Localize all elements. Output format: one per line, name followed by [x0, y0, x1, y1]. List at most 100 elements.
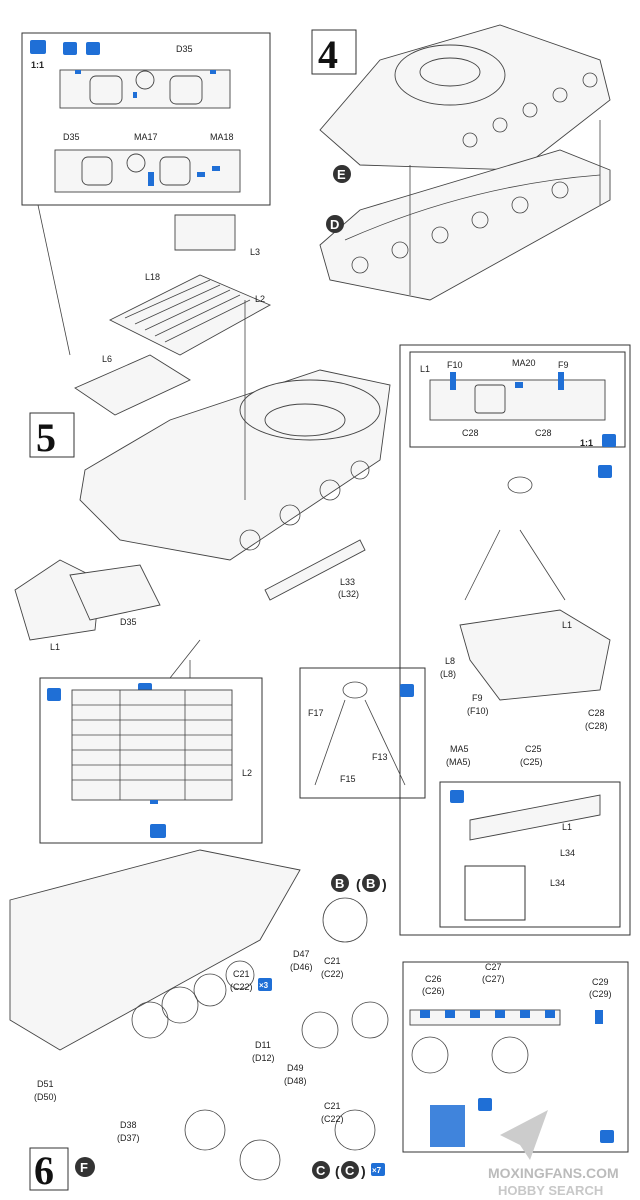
- label-l1: L1: [420, 364, 430, 374]
- label-c28: C28: [535, 428, 552, 438]
- label-f9: F9: [472, 693, 483, 703]
- glue-icon: [598, 465, 612, 478]
- label-f17: F17: [308, 708, 324, 718]
- callout-c: [341, 1161, 359, 1179]
- svg-text:B: B: [335, 876, 344, 891]
- rear-plate-l1: [459, 609, 611, 701]
- glue-icon: [47, 688, 61, 701]
- qty-badge: [371, 1163, 385, 1176]
- label-f10: F10: [447, 360, 463, 370]
- scale-label: 1:1: [580, 438, 593, 448]
- callout-f: [75, 1157, 95, 1177]
- qty-x7: ×7: [372, 1166, 382, 1175]
- label-d48: (D48): [284, 1076, 307, 1086]
- label-ma18: MA18: [210, 132, 234, 142]
- label-c28: (C28): [585, 721, 608, 731]
- label-d35: D35: [120, 617, 137, 627]
- glue-icon: [478, 1098, 492, 1111]
- label-l1: L1: [50, 642, 60, 652]
- callout-d: [326, 215, 344, 233]
- label-c28: C28: [588, 708, 605, 718]
- label-l2: L2: [255, 294, 265, 304]
- label-c29: C29: [592, 977, 609, 987]
- glue-icon: [30, 40, 46, 54]
- svg-text:): ): [382, 876, 387, 892]
- label-l1: L1: [562, 822, 572, 832]
- label-ma5: (MA5): [446, 757, 471, 767]
- label-ma20: MA20: [512, 358, 536, 368]
- svg-text:B: B: [366, 876, 375, 891]
- hull-side: [9, 849, 301, 1051]
- inset-photoetch-top: 1:1 D35 D35 MA17 MA18: [21, 32, 271, 356]
- label-l34: L34: [550, 878, 565, 888]
- label-c22: (C22): [230, 982, 253, 992]
- label-l2: L2: [242, 768, 252, 778]
- step-number: 5: [36, 415, 56, 460]
- label-c26: (C26): [422, 986, 445, 996]
- label-d51: D51: [37, 1079, 54, 1089]
- inset-tripod: F17 F13 F15: [299, 667, 426, 799]
- qty-x3: ×3: [259, 981, 269, 990]
- callout-e: [333, 165, 351, 183]
- label-c21: C21: [324, 956, 341, 966]
- grille-l2: [108, 274, 272, 356]
- bend-icon: [86, 42, 100, 55]
- scale-label: 1:1: [31, 60, 44, 70]
- grille-l6: [74, 354, 191, 416]
- svg-text:(: (: [356, 876, 361, 892]
- label-l34: L34: [560, 848, 575, 858]
- label-d35: D35: [176, 44, 193, 54]
- label-l18: L18: [145, 272, 160, 282]
- inset-track-guards: C26 (C26) C27 (C27) C29 (C29): [402, 961, 629, 1153]
- label-c21: C21: [324, 1101, 341, 1111]
- label-d47: D47: [293, 949, 310, 959]
- label-l8: L8: [445, 656, 455, 666]
- step-6: B ( B ) D47 (D46) C21 (C22) ×3 C21 (C22)…: [9, 849, 389, 1193]
- qty-badge: [258, 978, 272, 991]
- callout-b: [331, 874, 349, 892]
- paint-icon: [150, 824, 166, 838]
- svg-text:D: D: [330, 217, 339, 232]
- label-c26: C26: [425, 974, 442, 984]
- label-c25: C25: [525, 744, 542, 754]
- label-l1: L1: [562, 620, 572, 630]
- label-f9: F9: [558, 360, 569, 370]
- step-number: 6: [34, 1148, 54, 1193]
- svg-text:(: (: [335, 1163, 340, 1179]
- label-c27: C27: [485, 962, 502, 972]
- label-d46: (D46): [290, 962, 313, 972]
- step-4: 4 E D: [311, 24, 611, 301]
- lower-hull: [319, 149, 611, 301]
- label-l8: (L8): [440, 669, 456, 679]
- glue-icon: [602, 434, 616, 447]
- svg-text:F: F: [80, 1160, 88, 1175]
- step-number: 4: [318, 32, 338, 77]
- label-l3: L3: [250, 247, 260, 257]
- watermark: MOXINGFANS.COM HOBBY SEARCH: [488, 1110, 619, 1198]
- callout-c: [312, 1161, 330, 1179]
- label-d12: (D12): [252, 1053, 275, 1063]
- label-c22: (C22): [321, 1114, 344, 1124]
- label-d49: D49: [287, 1063, 304, 1073]
- step-5: 5 L3 L18 L2 L6 L33 (L32) D35 L1: [14, 214, 391, 652]
- svg-text:MOXINGFANS.COM: MOXINGFANS.COM: [488, 1165, 619, 1181]
- glue-icon: [450, 790, 464, 803]
- part-l33: [264, 539, 366, 601]
- svg-text:C: C: [345, 1163, 355, 1178]
- label-f13: F13: [372, 752, 388, 762]
- label-l6: L6: [102, 354, 112, 364]
- inset-rear-plate: L1 F10 MA20 F9 C28 C28 1:1 L1 L8 (L8) F9…: [399, 344, 631, 936]
- svg-text:HOBBY SEARCH: HOBBY SEARCH: [498, 1183, 603, 1198]
- label-c25: (C25): [520, 757, 543, 767]
- label-c21: C21: [233, 969, 250, 979]
- label-d37: (D37): [117, 1133, 140, 1143]
- label-d50: (D50): [34, 1092, 57, 1102]
- label-ma5: MA5: [450, 744, 469, 754]
- label-ma17: MA17: [134, 132, 158, 142]
- glue-icon: [400, 684, 414, 697]
- label-c28: C28: [462, 428, 479, 438]
- label-d35: D35: [63, 132, 80, 142]
- glue-icon: [600, 1130, 614, 1143]
- label-c22: (C22): [321, 969, 344, 979]
- svg-text:): ): [361, 1163, 366, 1179]
